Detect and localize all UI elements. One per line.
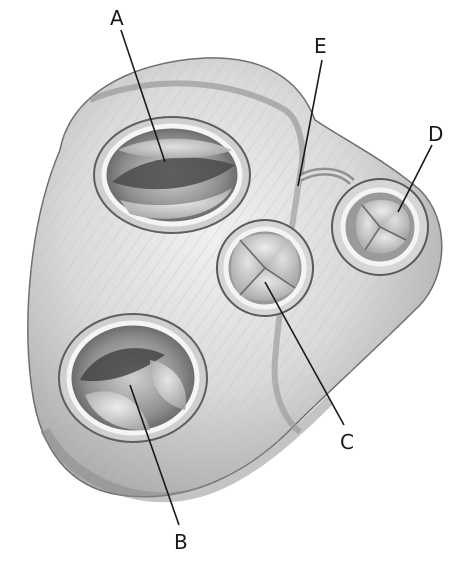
label-d: D [428, 122, 443, 146]
label-b: B [174, 530, 188, 554]
pulmonary-valve [332, 179, 428, 275]
mitral-valve [94, 117, 250, 233]
label-e: E [314, 34, 327, 58]
aortic-valve [217, 220, 313, 316]
label-a: A [110, 6, 124, 30]
label-c: C [340, 430, 354, 454]
tricuspid-valve [59, 314, 207, 442]
